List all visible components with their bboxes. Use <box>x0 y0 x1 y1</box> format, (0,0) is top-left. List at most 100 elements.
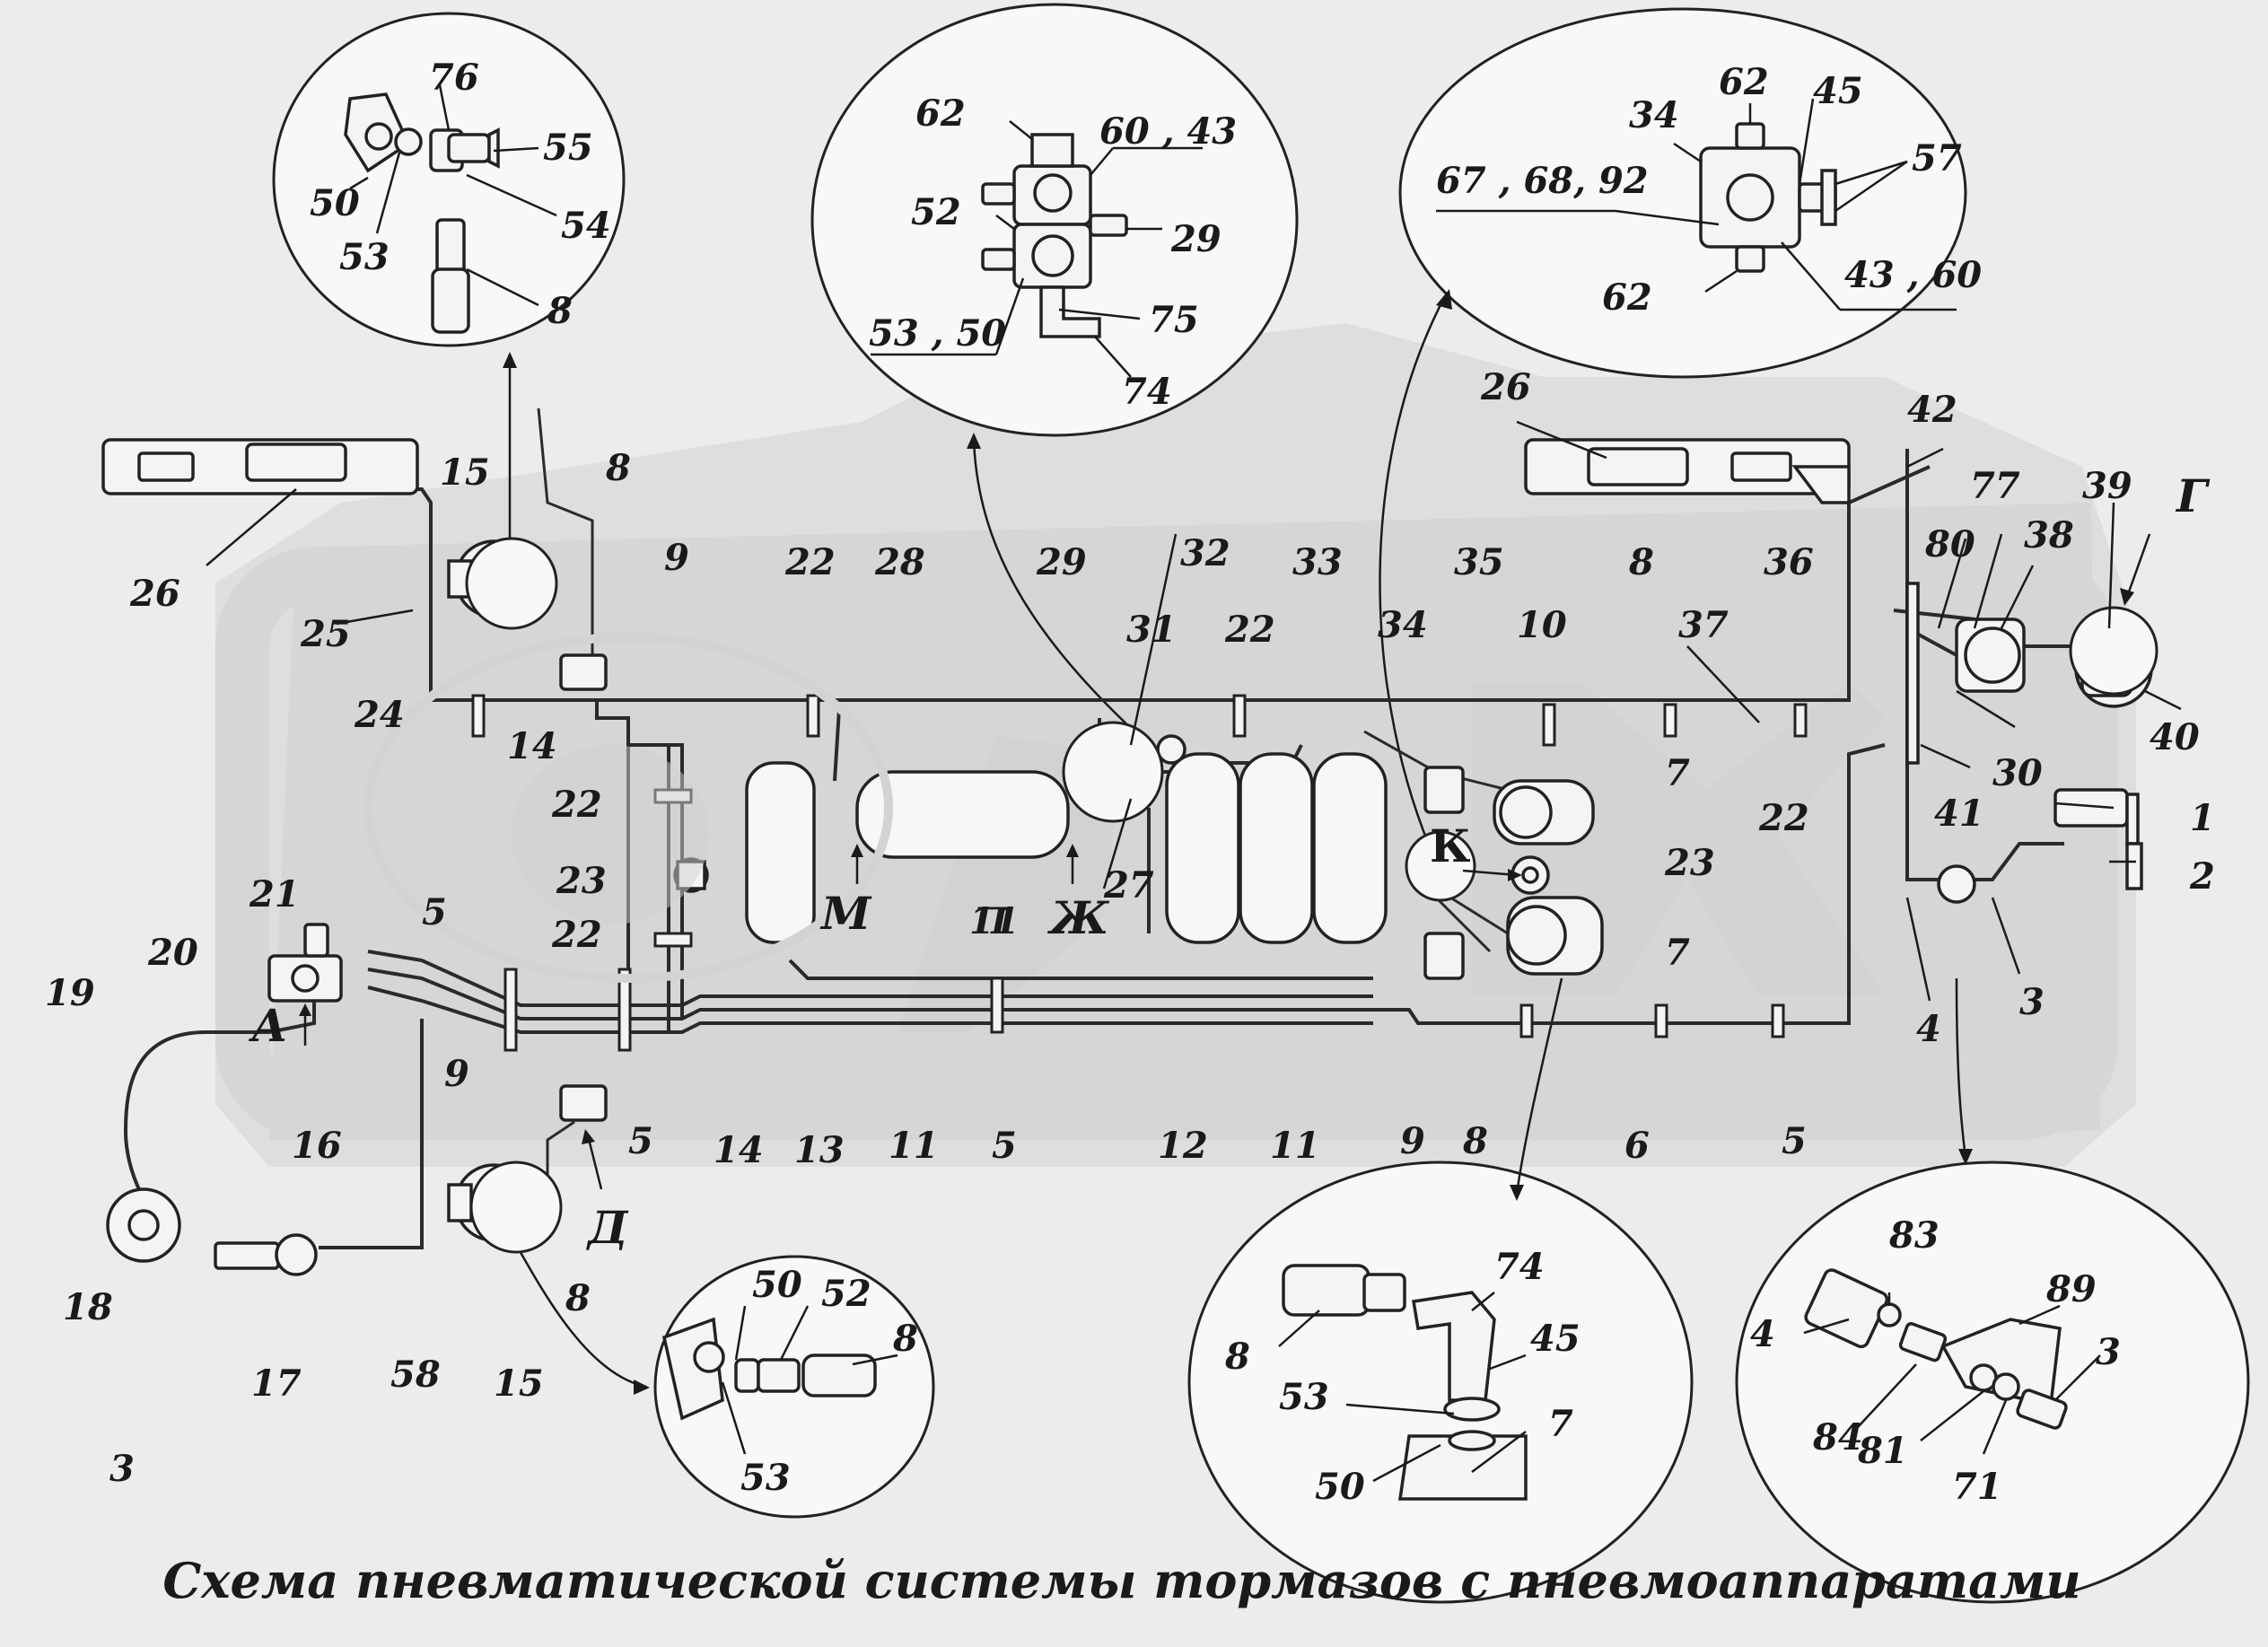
valve-1 <box>2053 788 2129 828</box>
label-5-d: 5 <box>1782 1120 1807 1162</box>
c6-label-71: 71 <box>1952 1466 2002 1508</box>
label-30: 30 <box>1992 752 2043 794</box>
c5-label-7: 7 <box>1548 1403 1573 1445</box>
coupling-3 <box>1937 864 1976 904</box>
label-1: 1 <box>2190 797 2215 839</box>
c1-label-76: 76 <box>429 57 479 99</box>
detail-circle-g <box>2069 606 2159 696</box>
callout-1-parts <box>344 84 557 334</box>
valve-34-a <box>1423 766 1465 814</box>
label-22-b: 22 <box>551 784 602 826</box>
c2-label-52: 52 <box>911 191 961 233</box>
label-4: 4 <box>1916 1008 1941 1050</box>
label-5-b: 5 <box>628 1120 653 1162</box>
air-receivers <box>745 752 1388 944</box>
receiver-11-b <box>1239 752 1314 944</box>
detail-circle-29 <box>1062 721 1164 823</box>
label-14-top: 14 <box>507 725 557 767</box>
c1-label-50: 50 <box>310 182 360 224</box>
label-40: 40 <box>2150 716 2200 758</box>
c5-label-50: 50 <box>1315 1466 1365 1508</box>
label-27: 27 <box>1103 864 1154 907</box>
label-41: 41 <box>1934 793 1984 835</box>
leader-lines <box>206 420 2182 1002</box>
part-labels: 1 2 3 3 4 5 5 5 5 6 7 7 8 8 8 8 9 9 9 10… <box>45 366 2215 1490</box>
marker-d: Д <box>586 1201 629 1254</box>
label-37: 37 <box>1678 604 1729 646</box>
label-77: 77 <box>1970 465 2020 507</box>
label-33: 33 <box>1292 541 1343 583</box>
valve-9-top <box>559 653 608 691</box>
label-22-e: 22 <box>1758 797 1809 839</box>
marker-a: А <box>248 999 288 1052</box>
receiver-11-c <box>1312 752 1388 944</box>
label-42: 42 <box>1907 389 1957 431</box>
label-22-c: 22 <box>551 914 602 956</box>
label-34: 34 <box>1378 604 1428 646</box>
receiver-11-horizontal <box>855 770 1070 859</box>
c3-label-67-68-92: 67 , 68, 92 <box>1436 160 1649 202</box>
label-6: 6 <box>1624 1125 1650 1167</box>
callout-labels: 76 55 50 53 54 8 62 60 , 43 52 29 75 53 … <box>310 57 2121 1508</box>
label-28: 28 <box>874 541 925 583</box>
label-58: 58 <box>390 1354 441 1396</box>
label-3-right: 3 <box>2019 981 2045 1023</box>
clamps <box>471 694 1808 1052</box>
c3-label-43-60: 43 , 60 <box>1844 254 1982 296</box>
label-13: 13 <box>794 1129 845 1171</box>
label-22-a: 22 <box>784 541 836 583</box>
label-7-lower: 7 <box>1665 932 1690 974</box>
c3-label-45: 45 <box>1813 70 1863 112</box>
c6-label-3: 3 <box>2096 1331 2121 1373</box>
c6-label-83: 83 <box>1888 1214 1940 1257</box>
label-17: 17 <box>251 1362 302 1405</box>
label-8-top-left: 8 <box>605 447 631 489</box>
label-26-left: 26 <box>129 573 180 615</box>
c5-label-53: 53 <box>1279 1376 1329 1418</box>
c3-label-57: 57 <box>1912 137 1962 180</box>
label-9-top: 9 <box>664 537 689 579</box>
c2-label-75: 75 <box>1149 299 1199 341</box>
label-80: 80 <box>1924 523 1975 565</box>
receiver-11-a <box>1165 752 1240 944</box>
hose-17 <box>214 1241 280 1270</box>
label-9-bottom: 9 <box>444 1053 469 1095</box>
label-2: 2 <box>2189 855 2215 898</box>
valve-21 <box>303 923 329 958</box>
detail-circle-top <box>465 537 558 630</box>
c2-label-53-50: 53 , 50 <box>869 312 1006 355</box>
c4-label-52: 52 <box>821 1273 871 1315</box>
callout-3-parts <box>1436 98 1957 311</box>
c3-label-62-top: 62 <box>1719 61 1769 103</box>
c3-label-34: 34 <box>1629 94 1679 136</box>
apparatus <box>101 438 2159 1276</box>
label-21: 21 <box>249 873 300 915</box>
c6-label-4: 4 <box>1750 1313 1775 1355</box>
c6-label-84: 84 <box>1812 1416 1863 1459</box>
c1-label-8: 8 <box>547 290 573 332</box>
c1-label-54: 54 <box>561 205 611 247</box>
valve-9-bottom <box>559 1084 608 1122</box>
label-19: 19 <box>45 972 95 1014</box>
label-5-c: 5 <box>992 1125 1017 1167</box>
label-23-left: 23 <box>556 860 607 902</box>
label-11-left: 11 <box>889 1125 939 1167</box>
label-35: 35 <box>1454 541 1504 583</box>
label-20: 20 <box>147 932 198 974</box>
label-23-right: 23 <box>1664 842 1715 884</box>
label-24: 24 <box>354 694 405 736</box>
label-14-bottom: 14 <box>714 1129 764 1171</box>
label-36: 36 <box>1764 541 1814 583</box>
label-39: 39 <box>2082 465 2132 507</box>
c4-label-50: 50 <box>752 1264 802 1306</box>
callout-2-parts <box>871 120 1203 378</box>
label-8-bottom-left: 8 <box>565 1277 591 1319</box>
c5-label-8: 8 <box>1224 1336 1250 1378</box>
callout-4-parts <box>661 1305 898 1455</box>
detail-circle-bottom <box>469 1161 563 1254</box>
label-5-a: 5 <box>422 891 447 933</box>
c1-label-53: 53 <box>339 236 390 278</box>
label-32: 32 <box>1180 532 1230 574</box>
label-15-top: 15 <box>440 451 490 494</box>
